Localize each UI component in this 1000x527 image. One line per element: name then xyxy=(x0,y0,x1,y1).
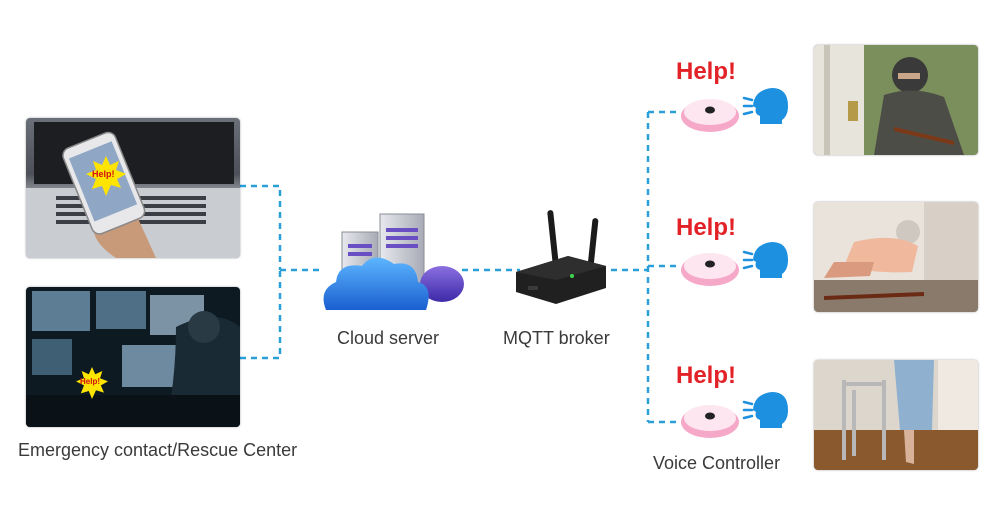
help-text-2: Help! xyxy=(676,214,736,241)
left-label: Emergency contact/Rescue Center xyxy=(18,440,298,460)
monitoring-center-photo: Help! xyxy=(26,287,240,427)
help-text-1: Help! xyxy=(676,58,736,85)
speaking-head-icon xyxy=(742,84,790,126)
help-bubble-monitor: Help! xyxy=(76,367,108,399)
connector-laptop xyxy=(240,184,282,270)
speaking-head-icon xyxy=(742,388,790,430)
router-icon xyxy=(512,208,608,308)
help-bubble-laptop: Help! xyxy=(86,156,126,196)
cloud-label: Cloud server xyxy=(337,328,440,348)
cloud-server-icon xyxy=(318,210,466,320)
speaker-device-icon xyxy=(680,400,740,440)
connector-monitor xyxy=(240,270,282,360)
speaker-device-icon xyxy=(680,94,740,134)
speaker-device-icon xyxy=(680,248,740,288)
photo-fallen-elder xyxy=(814,202,978,312)
photo-walker-elder xyxy=(814,360,978,470)
help-bubble-text: Help! xyxy=(92,169,115,179)
help-text-3: Help! xyxy=(676,362,736,389)
burst-icon xyxy=(86,156,126,196)
photo-intruder xyxy=(814,45,978,155)
help-bubble-text: Help! xyxy=(80,377,100,386)
voice-label: Voice Controller xyxy=(653,453,781,473)
laptop-phone-photo: Help! xyxy=(26,118,240,258)
broker-label: MQTT broker xyxy=(503,328,610,348)
burst-icon xyxy=(76,367,108,399)
speaking-head-icon xyxy=(742,238,790,280)
